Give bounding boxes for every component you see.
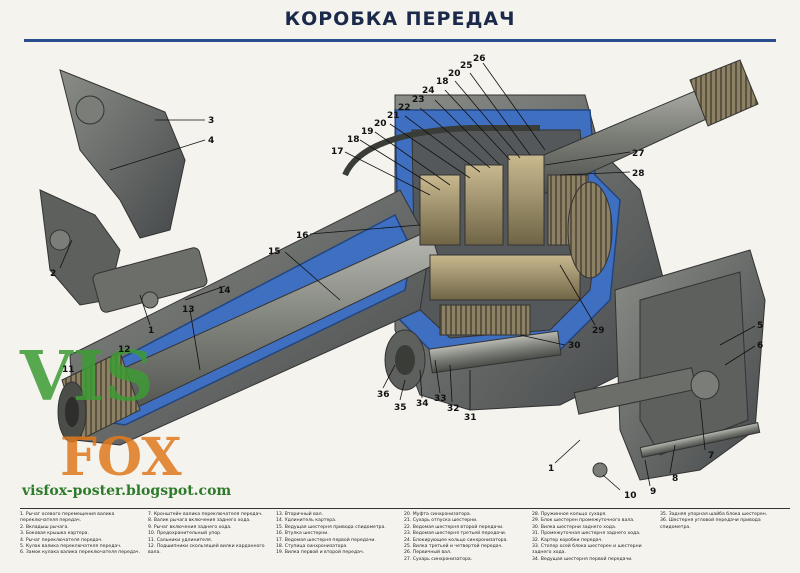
legend-item: 19. Вилка первой и второй передач. — [276, 550, 365, 556]
reverse-gear-area — [384, 329, 562, 391]
legend-column-6: 35. Задняя упорная шайба блока шестерен.… — [660, 512, 782, 531]
legend-item: 32. Картер коробки передач. — [532, 537, 603, 543]
legend-item: 3. Боковая крышка картера. — [20, 531, 89, 537]
callout-4: 4 — [208, 136, 214, 146]
callout-numbers: 3 4 2 1 14 13 15 16 17 18 19 20 21 22 23… — [50, 54, 763, 501]
callout-14: 14 — [218, 286, 231, 296]
callout-13: 13 — [182, 305, 195, 315]
callout-21: 21 — [387, 111, 400, 121]
legend-item: 15. Ведущая шестерня привода спидометра. — [276, 524, 386, 530]
legend-item: 20. Муфта синхронизатора. — [404, 512, 472, 517]
callout-11: 11 — [62, 365, 75, 375]
legend-item: 35. Задняя упорная шайба блока шестерен. — [660, 512, 768, 517]
callout-31: 31 — [464, 413, 477, 423]
output-shaft — [57, 229, 441, 443]
callout-20: 20 — [374, 119, 387, 129]
legend-item: 7. Кронштейн валика переключателя переда… — [148, 512, 263, 517]
legend-item: 34. Ведущая шестерня первой передачи. — [532, 556, 633, 562]
callout-26: 26 — [473, 54, 486, 64]
legend-item: 4. Рычаг переключателя передач. — [20, 537, 103, 543]
legend-item: 33. Стопор осей блока шестерен и шестерн… — [532, 544, 642, 556]
callout-23: 23 — [412, 95, 425, 105]
callout-7: 7 — [708, 451, 714, 461]
legend-item: 36. Шестерня угловой передачи привода сп… — [660, 518, 761, 530]
callout-28: 28 — [632, 169, 645, 179]
callout-1b: 1 — [548, 464, 554, 474]
legend-column-5: 28. Пружинное кольцо сухаря. 29. Блок ше… — [532, 512, 654, 563]
callout-25: 25 — [460, 61, 473, 71]
legend-column-1: 1. Рычаг осевого перемещения валика пере… — [20, 512, 142, 557]
legend-item: 31. Промежуточная шестерня заднего хода. — [532, 531, 641, 537]
logo-bottom-text: FOX — [60, 427, 182, 488]
legend-item: 5. Кулак валика переключателя передач. — [20, 544, 122, 550]
legend-item: 30. Вилка шестерни заднего хода. — [532, 524, 617, 530]
legend-item: 27. Сухарь синхронизатора. — [404, 556, 473, 562]
legend-item: 17. Ведомая шестерня первой передачи. — [276, 537, 376, 543]
callout-27: 27 — [632, 149, 645, 159]
legend-item: 25. Вилка третьей и четвертой передач. — [404, 544, 503, 550]
legend-item: 23. Ведомая шестерня третьей передачи. — [404, 531, 507, 537]
callout-19: 19 — [361, 127, 374, 137]
reverse-shift-assembly — [573, 249, 766, 481]
legend-item: 24. Блокирующее кольцо синхронизатора. — [404, 537, 508, 543]
callout-34: 34 — [416, 399, 429, 409]
callout-18: 18 — [347, 135, 360, 145]
callout-17: 17 — [331, 147, 344, 157]
callout-29: 29 — [592, 326, 605, 336]
callout-15: 15 — [268, 247, 281, 257]
legend-item: 22. Ведомая шестерня второй передачи. — [404, 524, 504, 530]
legend-item: 8. Валик рычага включения заднего хода. — [148, 518, 251, 524]
leader-lines — [59, 62, 756, 491]
title-rule — [24, 39, 776, 42]
callout-22: 22 — [398, 103, 411, 113]
callout-2: 2 — [50, 269, 56, 279]
legend-item: 11. Сальники удлинителя. — [148, 537, 213, 543]
legend-item: 13. Вторичный вал. — [276, 512, 324, 517]
parts-legend: 1. Рычаг осевого перемещения валика пере… — [20, 508, 790, 571]
input-shaft — [519, 59, 759, 199]
legend-item: 12. Подшипники скользящей вилки карданно… — [148, 544, 265, 556]
callout-9: 9 — [650, 487, 656, 497]
legend-item: 26. Первичный вал. — [404, 550, 452, 556]
legend-column-3: 13. Вторичный вал. 14. Удлинитель картер… — [276, 512, 398, 557]
visfox-logo: VIS FOX — [19, 337, 182, 488]
callout-5: 5 — [757, 321, 763, 331]
legend-item: 16. Втулка шестерни. — [276, 531, 329, 537]
legend-item: 6. Замок кулака валика переключателя пер… — [20, 550, 140, 556]
legend-item: 14. Удлинитель картера. — [276, 518, 337, 524]
callout-6: 6 — [757, 341, 763, 351]
legend-item: 28. Пружинное кольцо сухаря. — [532, 512, 607, 517]
legend-item: 1. Рычаг осевого перемещения валика пере… — [20, 512, 115, 524]
legend-item: 9. Рычаг включения заднего хода. — [148, 524, 232, 530]
callout-8: 8 — [672, 474, 678, 484]
shift-rail — [342, 125, 540, 177]
callout-33: 33 — [434, 394, 447, 404]
gearbox-diagram: VIS FOX — [19, 54, 766, 501]
callout-18b: 18 — [436, 77, 449, 87]
callout-16: 16 — [296, 231, 309, 241]
callout-30: 30 — [568, 341, 581, 351]
callout-32: 32 — [447, 404, 460, 414]
legend-item: 10. Предохранительный упор. — [148, 531, 222, 537]
callout-24: 24 — [422, 86, 435, 96]
side-cover-assembly — [39, 69, 208, 313]
callout-35: 35 — [394, 403, 407, 413]
legend-column-2: 7. Кронштейн валика переключателя переда… — [148, 512, 270, 557]
page-title: КОРОБКА ПЕРЕДАЧ — [284, 8, 516, 30]
legend-item: 2. Вкладыш рычага. — [20, 524, 69, 530]
callout-36: 36 — [377, 390, 390, 400]
legend-column-4: 20. Муфта синхронизатора. 21. Сухарь отп… — [404, 512, 526, 563]
callout-10: 10 — [624, 491, 637, 501]
callout-3: 3 — [208, 116, 214, 126]
legend-item: 29. Блок шестерен промежуточного вала. — [532, 518, 635, 524]
site-url: visfox-poster.blogspot.com — [22, 483, 232, 499]
legend-item: 18. Ступица синхронизатора. — [276, 544, 348, 550]
callout-12: 12 — [118, 345, 131, 355]
logo-top-text: VIS — [19, 337, 154, 417]
gear-stack — [419, 154, 613, 336]
callout-1: 1 — [148, 326, 154, 336]
legend-item: 21. Сухарь отпуска шестерни. — [404, 518, 478, 524]
callout-20b: 20 — [448, 69, 461, 79]
